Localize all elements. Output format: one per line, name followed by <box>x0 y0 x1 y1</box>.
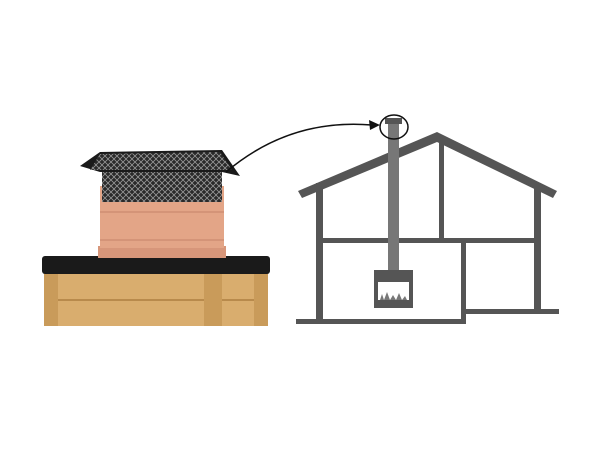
curved-arrow <box>225 120 380 173</box>
chimney-crown <box>42 256 270 274</box>
upper-partition <box>439 142 444 240</box>
left-wall <box>316 183 323 323</box>
chimney-body <box>44 272 268 326</box>
pipe-cap <box>385 118 402 124</box>
ground-left <box>296 319 466 324</box>
stove <box>374 270 413 308</box>
right-wall <box>534 183 541 313</box>
floor <box>316 238 541 243</box>
lower-partition <box>461 240 466 323</box>
highlight-circle <box>379 114 409 140</box>
chimney-cap-photo <box>42 150 270 326</box>
roof <box>298 132 557 198</box>
house-diagram <box>296 118 559 324</box>
mesh-cap <box>80 150 240 202</box>
ground-right <box>461 309 559 314</box>
stove-pipe <box>388 120 399 272</box>
